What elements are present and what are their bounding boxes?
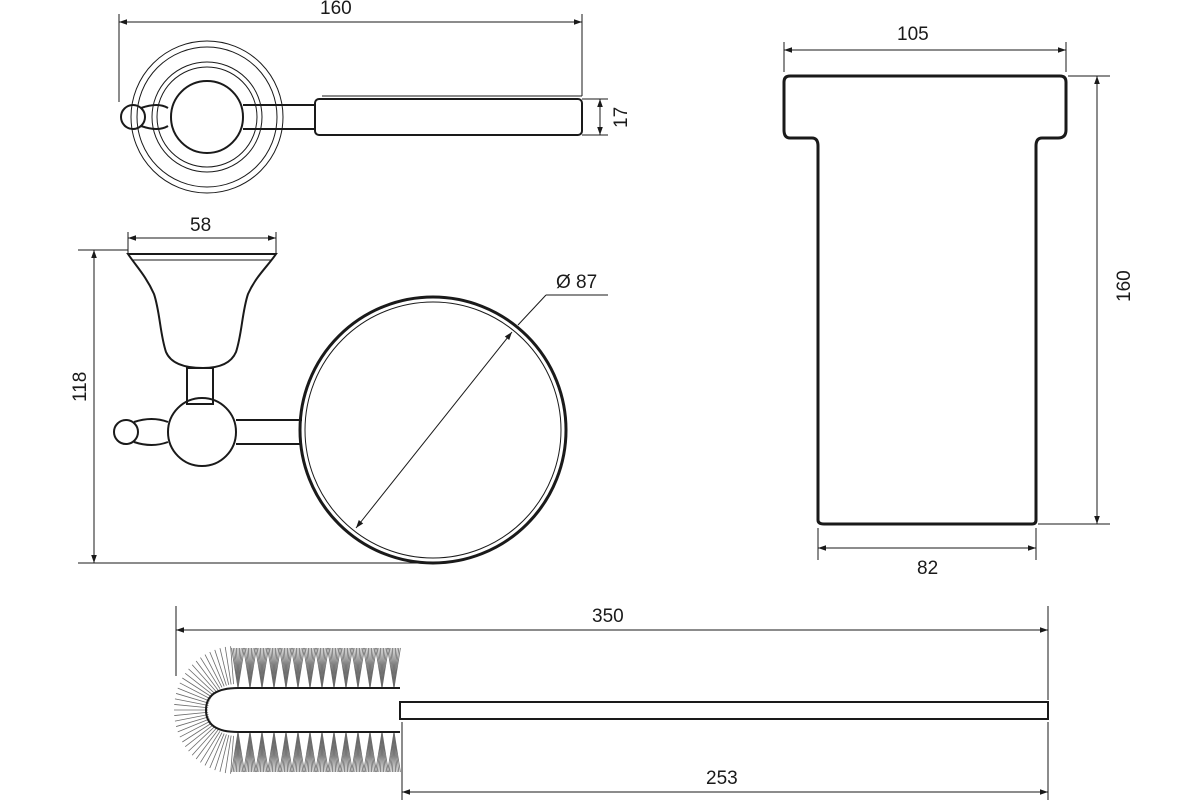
top-view-arm bbox=[243, 104, 316, 130]
brush-head-core bbox=[204, 687, 400, 733]
dim-cup-bottom-width: 82 bbox=[917, 558, 938, 579]
side-view-neck bbox=[186, 367, 214, 405]
side-view: Ø 87 58 118 bbox=[70, 215, 608, 565]
top-view-knob bbox=[120, 104, 146, 130]
side-view-knob bbox=[113, 419, 139, 445]
cup-outline bbox=[782, 74, 1068, 526]
dim-cup-top-width: 105 bbox=[897, 24, 929, 45]
top-view-cup-rim bbox=[314, 98, 583, 136]
dim-bracket-width: 58 bbox=[190, 215, 211, 236]
brush-view: 350 253 bbox=[174, 606, 1049, 800]
side-view-wall-cup bbox=[126, 253, 278, 370]
top-view-rosette-ring-inner bbox=[156, 66, 258, 168]
side-view-ring-inner bbox=[304, 301, 562, 559]
side-view-knob-neck bbox=[133, 418, 169, 446]
top-view-rosette-middle bbox=[136, 46, 278, 188]
top-view-rosette-outer bbox=[130, 40, 284, 194]
top-view: 160 17 bbox=[118, 0, 632, 194]
dim-brush-handle-length: 253 bbox=[706, 768, 738, 789]
dim-top-thickness: 17 bbox=[611, 107, 632, 128]
dim-top-width: 160 bbox=[320, 0, 352, 19]
cup-view: 105 160 82 bbox=[782, 24, 1135, 579]
dim-holder-diameter: Ø 87 bbox=[556, 272, 597, 293]
brush-bristles bbox=[174, 646, 401, 774]
dim-brush-length: 350 bbox=[592, 606, 624, 627]
dim-line-holder-diameter bbox=[355, 331, 513, 529]
side-view-hub bbox=[167, 397, 237, 467]
top-view-knob-neck bbox=[140, 104, 169, 130]
top-view-rosette-ring bbox=[151, 61, 263, 173]
dim-side-height: 118 bbox=[70, 372, 91, 402]
brush-handle bbox=[399, 701, 1049, 720]
dim-cup-height: 160 bbox=[1114, 270, 1135, 302]
side-view-ring-outer bbox=[298, 295, 568, 565]
top-view-hub bbox=[170, 80, 244, 154]
side-view-arm bbox=[236, 419, 302, 445]
